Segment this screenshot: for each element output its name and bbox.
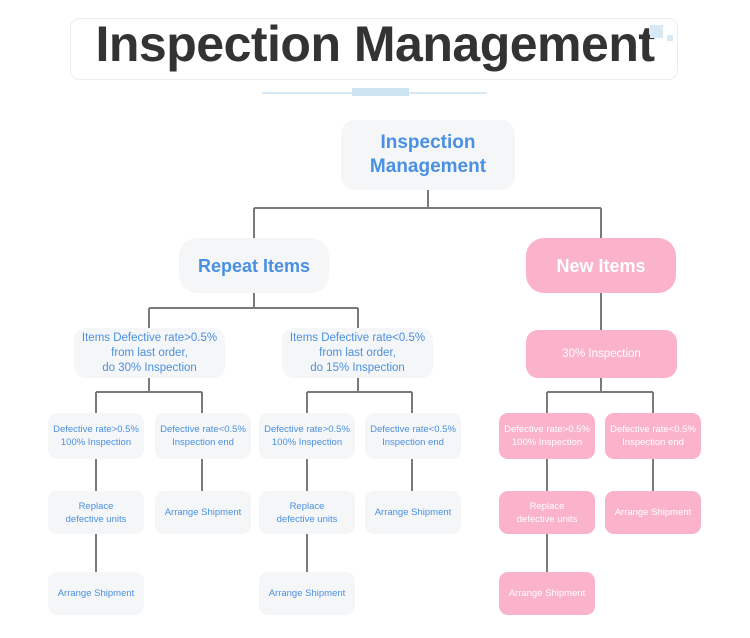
node-label: Arrange Shipment [508, 588, 586, 599]
node-label: Replace defective units [276, 500, 338, 525]
node-new-items[interactable]: New Items [526, 238, 676, 293]
node-label: Arrange Shipment [374, 507, 452, 518]
node-repeat-low-fail[interactable]: Defective rate>0.5% 100% Inspection [259, 413, 355, 459]
node-label: Items Defective rate>0.5% from last orde… [81, 331, 218, 374]
node-new-items-ship-final[interactable]: Arrange Shipment [499, 572, 595, 615]
node-repeat-low-ship-final[interactable]: Arrange Shipment [259, 572, 355, 615]
node-label: Repeat Items [197, 255, 311, 276]
node-repeat-high-fail[interactable]: Defective rate>0.5% 100% Inspection [48, 413, 144, 459]
node-repeat-high-ship[interactable]: Arrange Shipment [155, 491, 251, 534]
title-card [70, 18, 678, 80]
node-repeat-defective-below-threshold[interactable]: Items Defective rate<0.5% from last orde… [282, 328, 433, 378]
node-repeat-high-pass[interactable]: Defective rate<0.5% Inspection end [155, 413, 251, 459]
node-repeat-high-replace[interactable]: Replace defective units [48, 491, 144, 534]
node-label: Defective rate<0.5% Inspection end [160, 424, 246, 448]
node-label: Arrange Shipment [614, 507, 692, 518]
node-label: Items Defective rate<0.5% from last orde… [289, 331, 426, 374]
node-new-items-replace[interactable]: Replace defective units [499, 491, 595, 534]
node-label: Defective rate<0.5% Inspection end [610, 424, 696, 448]
title-underline-accent [352, 88, 409, 96]
node-repeat-low-replace[interactable]: Replace defective units [259, 491, 355, 534]
node-label: Replace defective units [516, 500, 578, 525]
node-repeat-defective-above-threshold[interactable]: Items Defective rate>0.5% from last orde… [74, 328, 225, 378]
node-repeat-low-pass[interactable]: Defective rate<0.5% Inspection end [365, 413, 461, 459]
node-label: Arrange Shipment [268, 588, 346, 599]
node-new-items-pass[interactable]: Defective rate<0.5% Inspection end [605, 413, 701, 459]
decorative-square-small-icon [667, 35, 673, 41]
node-label: Arrange Shipment [164, 507, 242, 518]
node-inspection-management-root[interactable]: Inspection Management [341, 120, 515, 190]
node-new-items-fail[interactable]: Defective rate>0.5% 100% Inspection [499, 413, 595, 459]
node-repeat-low-ship[interactable]: Arrange Shipment [365, 491, 461, 534]
decorative-square-large-icon [650, 25, 663, 38]
node-new-items-ship[interactable]: Arrange Shipment [605, 491, 701, 534]
node-label: Replace defective units [65, 500, 127, 525]
node-label: 30% Inspection [562, 347, 641, 360]
node-label: Arrange Shipment [57, 588, 135, 599]
node-repeat-items[interactable]: Repeat Items [179, 238, 329, 293]
node-label: Defective rate>0.5% 100% Inspection [504, 424, 590, 448]
node-label: Inspection Management [369, 132, 487, 177]
page-title: Inspection Management [95, 16, 655, 72]
node-new-items-30-percent-inspection[interactable]: 30% Inspection [526, 330, 677, 378]
node-label: Defective rate<0.5% Inspection end [370, 424, 456, 448]
node-label: Defective rate>0.5% 100% Inspection [53, 424, 139, 448]
node-label: Defective rate>0.5% 100% Inspection [264, 424, 350, 448]
node-label: New Items [556, 255, 646, 276]
node-repeat-high-ship-final[interactable]: Arrange Shipment [48, 572, 144, 615]
